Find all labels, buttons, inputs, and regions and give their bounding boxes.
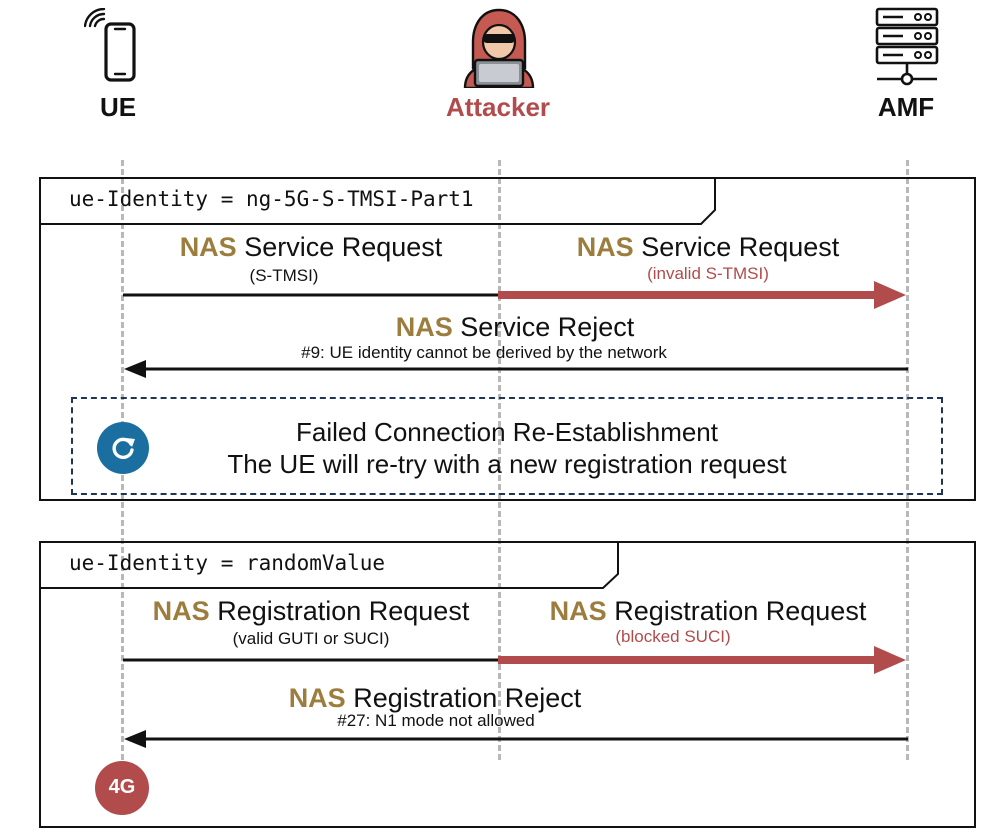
arrow-ue-to-attacker [123,293,504,297]
actor-ue-label: UE [99,92,137,122]
arrow-attacker-to-amf [498,281,906,309]
note-box: Failed Connection Re-Establishment The U… [71,397,943,495]
4g-badge-label: 4G [108,776,136,798]
frame-registration-request: ue-Identity = randomValue [39,541,976,828]
message-name: Service Request [236,232,443,262]
actor-amf-label: AMF [877,92,935,122]
message-param: (valid GUTI or SUCI) [232,629,390,648]
note-title: Failed Connection Re-Establishment [296,417,718,447]
attacker-lifeline [498,160,501,760]
message-name: Registration Reject [345,683,582,713]
message-label: NAS Registration Request [500,596,916,627]
frame-tab [41,179,716,225]
arrow-ue-to-attacker [123,658,504,662]
nas-prefix: NAS [395,312,453,342]
arrow-amf-to-ue [124,730,908,748]
actor-attacker-label: Attacker [445,92,551,122]
message-name: Registration Request [209,596,470,626]
refresh-icon [97,422,149,474]
message-name: Service Reject [452,312,635,342]
frame-title: ue-Identity = randomValue [69,551,386,575]
amf-lifeline [906,160,909,760]
message-param: (S-TMSI) [249,266,319,285]
frame-service-request: ue-Identity = ng-5G-S-TMSI-Part1 [39,177,976,501]
smartphone-icon [84,8,136,82]
message-param: (invalid S-TMSI) [647,264,769,283]
nas-prefix: NAS [179,232,237,262]
note-subtitle: The UE will re-try with a new registrati… [227,449,787,479]
4g-badge: 4G [95,761,149,815]
nas-prefix: NAS [152,596,210,626]
frame-tab [41,543,619,589]
message-param: (blocked SUCI) [615,627,731,646]
hacker-icon [463,8,535,88]
nas-prefix: NAS [288,683,346,713]
message-label: NAS Registration Request [124,596,498,627]
message-name: Service Request [633,232,840,262]
arrow-attacker-to-amf [498,646,906,674]
nas-prefix: NAS [549,596,607,626]
message-param: #27: N1 mode not allowed [337,711,535,730]
nas-prefix: NAS [576,232,634,262]
frame-title: ue-Identity = ng-5G-S-TMSI-Part1 [69,187,474,211]
server-icon [875,7,939,86]
message-label: NAS Service Reject [124,312,906,343]
message-label: NAS Service Request [500,232,916,263]
arrow-amf-to-ue [124,360,908,378]
message-label: NAS Registration Reject [124,683,746,714]
message-param: #9: UE identity cannot be derived by the… [301,343,667,362]
message-label: NAS Service Request [124,232,498,263]
message-name: Registration Request [606,596,867,626]
